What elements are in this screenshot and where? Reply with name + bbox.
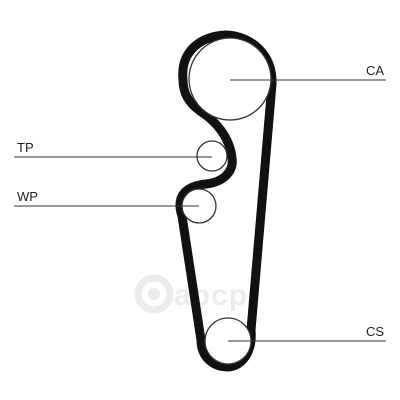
water-pump-label: WP [17, 189, 38, 204]
tensioner-label: TP [17, 140, 34, 155]
camshaft-pulley [188, 37, 272, 121]
timing-belt [175, 30, 277, 372]
tensioner-pulley [196, 140, 228, 172]
watermark-logo: abcp [134, 274, 248, 314]
crankshaft-label: CS [366, 324, 384, 339]
watermark-text: abcp [174, 279, 248, 312]
camshaft-label: CA [366, 63, 384, 78]
